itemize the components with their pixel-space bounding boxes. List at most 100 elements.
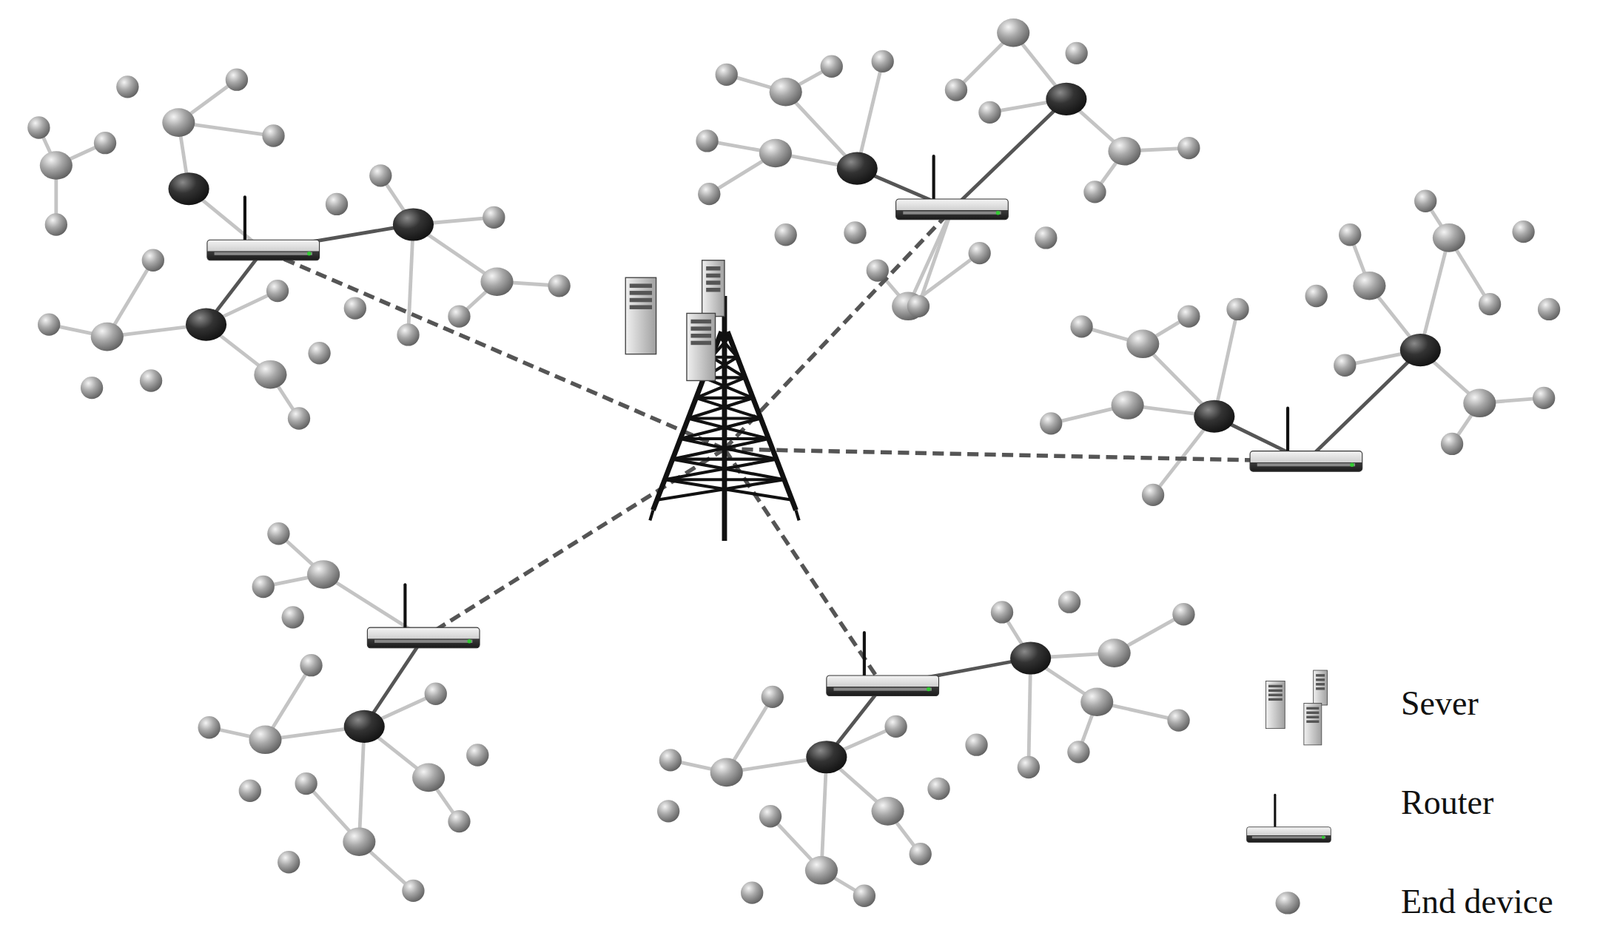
end-device [1478, 293, 1501, 316]
end-device [907, 295, 930, 318]
router-link [951, 99, 1066, 210]
wireless-link [263, 250, 725, 450]
wireless-link [724, 449, 1307, 462]
server-bay [629, 304, 652, 310]
base-tower [649, 296, 799, 541]
server-bay [1268, 694, 1283, 697]
end-device [277, 851, 300, 874]
end-device [294, 772, 317, 795]
server-bay [1306, 711, 1319, 715]
end-device [1177, 304, 1200, 328]
end-device [1141, 483, 1165, 507]
server-bay [629, 283, 652, 288]
end-device [91, 322, 124, 352]
tower-strut [688, 416, 761, 420]
end-device [547, 274, 570, 297]
server-bay [690, 319, 712, 325]
end-device [1333, 354, 1356, 377]
router-led [996, 210, 1001, 216]
server-bay [1315, 674, 1325, 677]
end-device [139, 369, 163, 392]
end-device [927, 777, 950, 800]
end-device [1172, 603, 1195, 626]
router-body [367, 627, 480, 649]
end-device [1432, 223, 1466, 253]
end-device [344, 296, 367, 319]
end-device [197, 716, 220, 739]
tower-strut [664, 459, 777, 481]
end-device [1080, 687, 1114, 717]
coordinator-device [1045, 82, 1087, 116]
router-led [1349, 462, 1355, 467]
end-device [307, 341, 331, 365]
coordinator-device [1010, 641, 1051, 675]
end-device [761, 686, 784, 709]
server-bay [1306, 720, 1319, 724]
end-device [1305, 284, 1328, 308]
end-device [1511, 220, 1535, 243]
router-body [1249, 451, 1363, 473]
end-device [1338, 223, 1361, 246]
tower-strut [664, 478, 784, 482]
end-device [252, 575, 275, 598]
end-device [1275, 891, 1301, 914]
end-device [1064, 42, 1088, 65]
router-icon [1246, 794, 1332, 843]
end-device [482, 206, 505, 229]
router-body [826, 675, 940, 697]
end-device [740, 881, 763, 904]
coordinator-device [1193, 400, 1235, 433]
router-antenna [932, 156, 936, 202]
end-device [884, 715, 907, 738]
device-link [856, 61, 883, 169]
tower-strut [680, 418, 761, 439]
end-device [759, 139, 792, 168]
router-led [307, 251, 312, 257]
end-device [27, 116, 50, 139]
router-antenna [862, 632, 866, 678]
end-device [1034, 226, 1057, 249]
end-device [1058, 590, 1081, 613]
end-device [287, 407, 311, 430]
router-icon [826, 632, 940, 696]
end-device [447, 810, 470, 833]
end-device [695, 129, 718, 152]
end-device [369, 164, 392, 187]
router-led [467, 639, 473, 644]
end-device [697, 182, 721, 205]
server-icon [625, 260, 725, 382]
end-device [116, 75, 139, 98]
end-device [299, 654, 322, 677]
server-case [1303, 703, 1322, 745]
router-body [1246, 827, 1332, 843]
end-devices [27, 18, 1561, 908]
server-case [686, 313, 716, 381]
server-case [1313, 670, 1328, 706]
end-device [1352, 271, 1386, 301]
tower-strut [649, 510, 653, 521]
server-bay [629, 290, 652, 296]
device-links [38, 32, 1544, 896]
device-link [1028, 657, 1031, 768]
tower-strut [795, 510, 799, 521]
end-device [1226, 298, 1249, 321]
end-device [978, 101, 1001, 124]
server-bay [690, 333, 712, 339]
server-bay [706, 273, 721, 279]
router-antenna [1273, 794, 1276, 829]
end-device [1083, 180, 1106, 203]
end-device [769, 77, 803, 107]
end-device [968, 241, 991, 265]
server-bay [706, 266, 721, 271]
end-device [266, 279, 289, 302]
end-device [1107, 136, 1141, 166]
device-link [408, 224, 414, 335]
server-bay [690, 341, 712, 346]
end-device [253, 360, 287, 390]
server-bay [1315, 687, 1325, 690]
end-device [871, 50, 894, 73]
server-case [625, 277, 656, 354]
end-device [1067, 740, 1090, 763]
end-device [480, 267, 513, 297]
